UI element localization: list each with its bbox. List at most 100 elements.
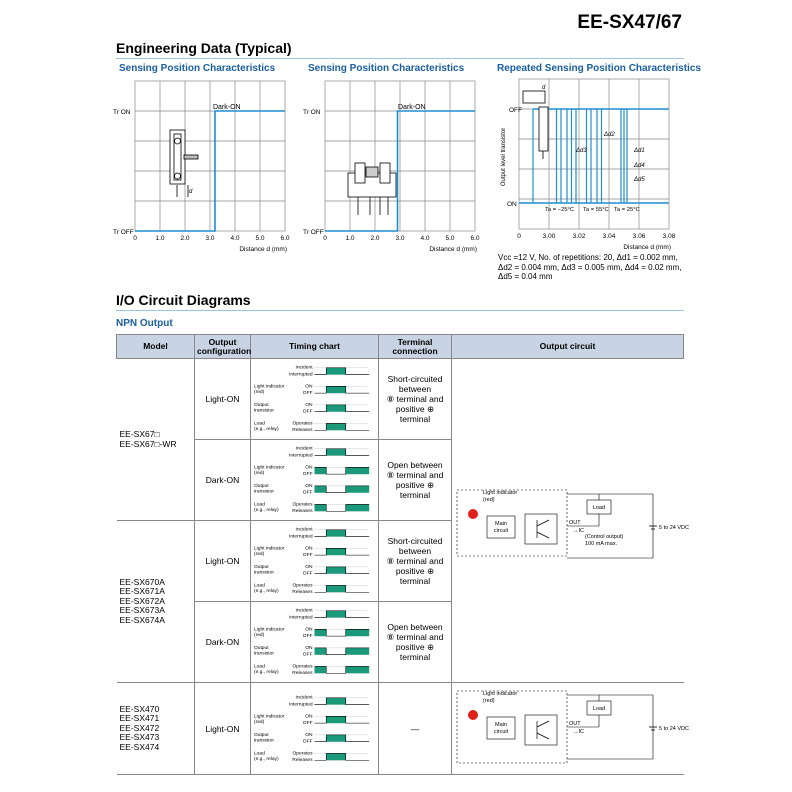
- svg-text:ON: ON: [305, 483, 313, 489]
- delta-label: Δd5: [633, 177, 645, 183]
- delta-label: Δd4: [633, 163, 645, 169]
- tick: 0: [323, 235, 327, 242]
- svg-text:Releases: Releases: [292, 670, 313, 676]
- output-circuit-diagram-1: Light indicator(red)MaincircuitLoadOUT→I…: [456, 489, 689, 558]
- svg-text:Load: Load: [254, 501, 265, 507]
- svg-text:Incident: Incident: [295, 694, 313, 700]
- repeated-sensing-chart: Output level transistor OFF ON d Δd2 Δd3…: [501, 78, 676, 251]
- tick: 3.08: [663, 233, 676, 240]
- svg-text:Load: Load: [254, 582, 265, 588]
- svg-text:circuit: circuit: [494, 528, 509, 534]
- svg-text:Light indicator: Light indicator: [254, 713, 285, 719]
- terminal-cell: —: [378, 682, 452, 775]
- svg-text:transistor: transistor: [254, 570, 274, 576]
- svg-text:OFF: OFF: [303, 390, 313, 396]
- model-name: EE-SX672A: [119, 595, 165, 606]
- model-name: EE-SX67□: [119, 429, 160, 439]
- temp-label: Ta = 25°C: [614, 207, 640, 213]
- svg-text:Output: Output: [254, 564, 269, 570]
- svg-text:Light indicator: Light indicator: [254, 545, 285, 551]
- io-rule: [116, 310, 684, 311]
- svg-text:(e.g., relay): (e.g., relay): [254, 756, 279, 762]
- svg-text:Output: Output: [254, 731, 269, 737]
- svg-text:transistor: transistor: [254, 651, 274, 657]
- svg-text:OUT: OUT: [569, 721, 581, 727]
- chart-2-title: Sensing Position Characteristics: [308, 63, 465, 74]
- tick: 3.04: [603, 233, 616, 240]
- svg-text:(red): (red): [254, 719, 265, 725]
- tick: 2.0: [180, 235, 189, 242]
- svg-text:Operates: Operates: [292, 582, 313, 588]
- tick: 3.00: [543, 233, 556, 240]
- tick: 6.0: [280, 235, 289, 242]
- note-line: Vcc =12 V, No. of repetitions: 20, Δd1 =…: [498, 253, 678, 262]
- svg-text:(red): (red): [254, 632, 265, 638]
- svg-text:Releases: Releases: [292, 757, 313, 763]
- svg-text:Main: Main: [495, 722, 507, 728]
- svg-text:Incident: Incident: [295, 365, 313, 371]
- svg-text:Output: Output: [254, 402, 269, 408]
- svg-text:(e.g., relay): (e.g., relay): [254, 426, 279, 432]
- tick: 3.0: [205, 235, 214, 242]
- svg-text:Interrupted: Interrupted: [289, 615, 313, 621]
- chart-1-xlabel: Distance d (mm): [239, 246, 287, 253]
- svg-text:OFF: OFF: [303, 633, 313, 639]
- svg-text:ON: ON: [305, 402, 313, 408]
- svg-text:Load: Load: [254, 420, 265, 426]
- svg-text:Interrupted: Interrupted: [289, 701, 313, 707]
- svg-text:ON: ON: [305, 545, 313, 551]
- chart-3-note: Vcc =12 V, No. of repetitions: 20, Δd1 =…: [498, 253, 698, 282]
- svg-text:transistor: transistor: [254, 737, 274, 743]
- chart-3-grid: [518, 78, 670, 230]
- svg-text:Light indicator: Light indicator: [254, 626, 285, 632]
- svg-text:Incident: Incident: [295, 446, 313, 452]
- svg-text:Releases: Releases: [292, 427, 313, 433]
- svg-text:Main: Main: [495, 521, 507, 527]
- tick: 0: [517, 233, 521, 240]
- svg-text:(e.g., relay): (e.g., relay): [254, 588, 279, 594]
- main-circuit-box: [486, 716, 516, 739]
- chart-3-on: ON: [507, 201, 517, 208]
- config-cell: Light-ON: [194, 358, 251, 440]
- svg-text:ON: ON: [305, 645, 313, 651]
- tick: 3.0: [395, 235, 404, 242]
- chart-3-d: d: [542, 85, 546, 91]
- config-cell: Dark-ON: [194, 601, 251, 683]
- header-timing: Timing chart: [250, 334, 379, 359]
- tick: 3.06: [633, 233, 646, 240]
- header-config: Output configuration: [194, 334, 251, 359]
- header-model: Model: [116, 334, 195, 359]
- svg-text:OFF: OFF: [303, 490, 313, 496]
- svg-text:→IC: →IC: [573, 729, 584, 735]
- transistor-block: [524, 513, 558, 544]
- io-table: Model Output configuration Timing chart …: [116, 334, 689, 775]
- svg-text:Output: Output: [254, 483, 269, 489]
- table-row: EE-SX670A EE-SX671A EE-SX672A EE-SX673A …: [116, 520, 684, 683]
- chart-1-d-label: d: [189, 189, 193, 195]
- chart-3-xlabel: Distance d (mm): [623, 244, 671, 251]
